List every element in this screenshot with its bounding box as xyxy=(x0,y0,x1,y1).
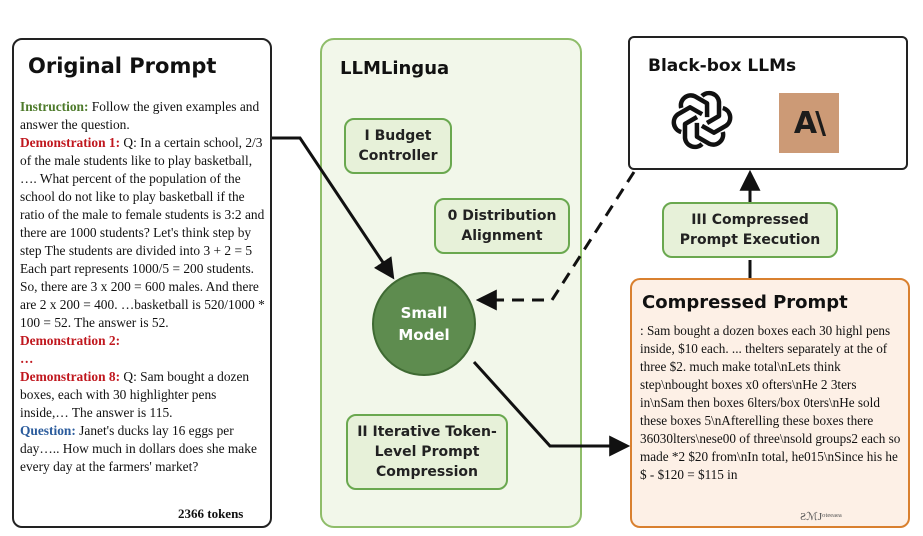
iterative-line-2: Level Prompt xyxy=(374,444,480,460)
distribution-alignment-line-1: 0 Distribution xyxy=(447,208,557,224)
demonstration-ellipsis: … xyxy=(20,351,34,366)
arrow-original-to-model xyxy=(272,136,395,280)
compressed-prompt-text: : Sam bought a dozen boxes each 30 highl… xyxy=(640,323,901,482)
blackbox-llms-panel xyxy=(628,36,908,170)
instruction-label: Instruction: xyxy=(20,99,89,114)
iterative-line-3: Compression xyxy=(376,464,478,480)
original-prompt-text: Instruction: Follow the given examples a… xyxy=(20,98,268,476)
small-model-node: Small Model xyxy=(372,272,476,376)
compressed-prompt-panel xyxy=(630,278,910,528)
execution-line-2: Prompt Execution xyxy=(679,232,821,248)
budget-controller-box: I Budget Controller xyxy=(344,118,452,174)
demonstration-8-label: Demonstration 8: xyxy=(20,369,121,384)
instruction-text: Follow the given examples and answer the… xyxy=(20,99,260,132)
llmlingua-title: LLMLingua xyxy=(340,58,450,79)
token-count: 2366 tokens xyxy=(178,506,244,521)
budget-controller-line-1: I Budget xyxy=(364,128,432,144)
small-model-line-2: Model xyxy=(398,326,450,344)
iterative-compression-box: II Iterative Token- Level Prompt Compres… xyxy=(346,414,508,490)
compressed-prompt-title: Compressed Prompt xyxy=(642,292,848,313)
demonstration-2-label: Demonstration 2: xyxy=(20,333,121,348)
compressed-prompt-execution-box: III Compressed Prompt Execution xyxy=(662,202,838,258)
watermark-mark: ƧℳJᵒᵗᵉᵉᵃᵉᵃ xyxy=(800,511,842,523)
execution-line-1: III Compressed xyxy=(691,212,809,228)
blackbox-llms-title: Black-box LLMs xyxy=(648,56,797,76)
distribution-alignment-box: 0 Distribution Alignment xyxy=(434,198,570,254)
distribution-alignment-line-2: Alignment xyxy=(461,228,543,244)
question-text: Janet's ducks lay 16 eggs per day….. How… xyxy=(20,423,257,474)
anthropic-logo-icon: A\ xyxy=(779,93,839,153)
small-model-line-1: Small xyxy=(400,304,448,322)
demonstration-8-text: Q: Sam bought a dozen boxes, each with 3… xyxy=(20,369,250,420)
openai-logo-icon xyxy=(671,90,733,150)
arrow-blackbox-to-model-dashed xyxy=(475,171,636,311)
question-label: Question: xyxy=(20,423,76,438)
demonstration-1-text: Q: In a certain school, 2/3 of the male … xyxy=(20,135,265,330)
original-prompt-panel xyxy=(12,38,272,528)
demonstration-1-label: Demonstration 1: xyxy=(20,135,121,150)
budget-controller-line-2: Controller xyxy=(358,148,438,164)
iterative-line-1: II Iterative Token- xyxy=(357,424,497,440)
arrow-model-to-compressed xyxy=(472,360,631,457)
original-prompt-title: Original Prompt xyxy=(28,54,217,78)
